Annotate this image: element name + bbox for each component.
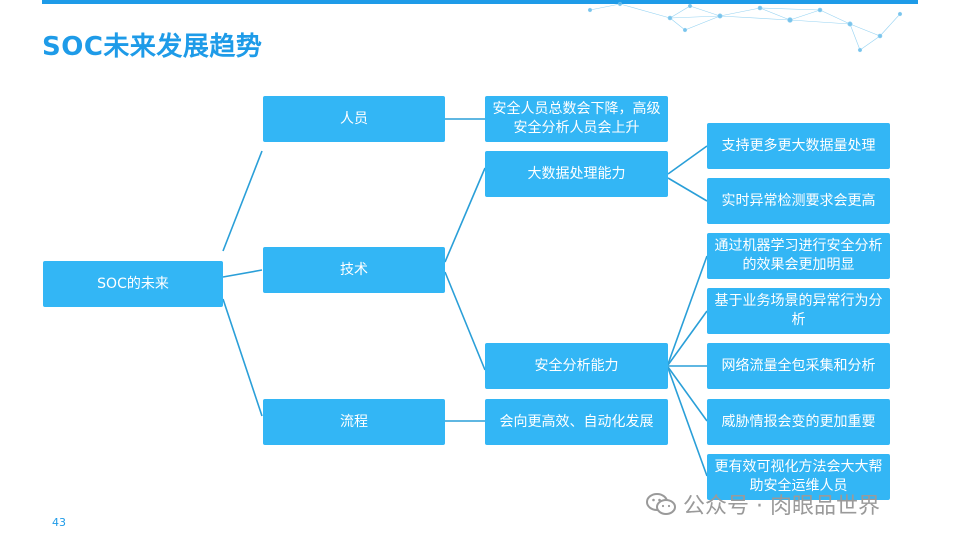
node-process: 流程 <box>263 399 445 445</box>
node-analysis-item: 基于业务场景的异常行为分析 <box>707 288 890 334</box>
watermark: 公众号 · 肉眼品世界 <box>645 488 880 520</box>
node-analysis: 安全分析能力 <box>485 343 668 389</box>
node-bigdata: 大数据处理能力 <box>485 151 668 197</box>
node-analysis-item: 网络流量全包采集和分析 <box>707 343 890 389</box>
wechat-icon <box>645 492 677 516</box>
node-process-trend: 会向更高效、自动化发展 <box>485 399 668 445</box>
node-analysis-item: 通过机器学习进行安全分析的效果会更加明显 <box>707 233 890 279</box>
node-people-trend: 安全人员总数会下降，高级安全分析人员会上升 <box>485 96 668 142</box>
root-node: SOC的未来 <box>43 261 223 307</box>
page-number: 43 <box>52 516 66 529</box>
node-tech: 技术 <box>263 247 445 293</box>
node-people: 人员 <box>263 96 445 142</box>
node-bigdata-item: 支持更多更大数据量处理 <box>707 123 890 169</box>
watermark-text: 公众号 · 肉眼品世界 <box>683 488 880 520</box>
node-bigdata-item: 实时异常检测要求会更高 <box>707 178 890 224</box>
node-analysis-item: 威胁情报会变的更加重要 <box>707 399 890 445</box>
